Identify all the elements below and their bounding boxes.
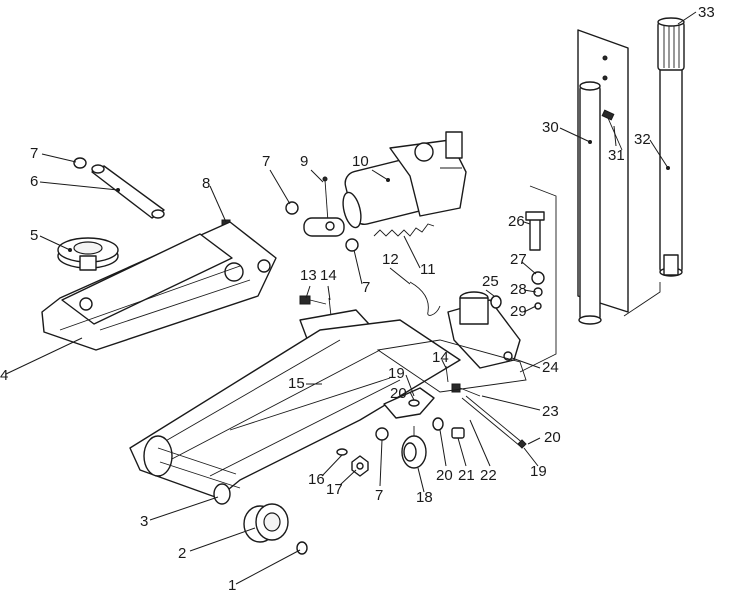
callout-33: 33 xyxy=(698,4,715,21)
front-wheel xyxy=(243,503,289,543)
callout-8: 8 xyxy=(202,175,210,192)
nut-17 xyxy=(351,455,369,477)
caster-wheel xyxy=(401,426,427,469)
bolt-13 xyxy=(299,295,327,305)
callout-23: 23 xyxy=(542,403,559,420)
callout-21: 21 xyxy=(458,467,475,484)
callout-29: 29 xyxy=(510,303,527,320)
callout-14-right: 14 xyxy=(432,349,449,366)
callout-10: 10 xyxy=(352,153,369,170)
lift-arm xyxy=(41,221,277,351)
callout-22: 22 xyxy=(480,467,497,484)
bolt-23 xyxy=(451,383,481,397)
handle-lower-tube xyxy=(578,81,602,325)
callout-13: 13 xyxy=(300,267,317,284)
release-valve-guide xyxy=(519,185,557,373)
callout-20-lower: 20 xyxy=(436,467,453,484)
spring-12 xyxy=(409,281,441,316)
hydraulic-unit xyxy=(342,131,467,229)
callout-25: 25 xyxy=(482,273,499,290)
handle-assembly-guide xyxy=(623,282,661,317)
retaining-ring-top xyxy=(73,157,87,169)
callout-12: 12 xyxy=(382,251,399,268)
callout-20-bracket: 20 xyxy=(390,385,407,402)
callout-3: 3 xyxy=(140,513,148,530)
callout-14-upper: 14 xyxy=(320,267,337,284)
callout-26: 26 xyxy=(508,213,525,230)
callout-20-right: 20 xyxy=(544,429,561,446)
callout-30: 30 xyxy=(542,119,559,136)
callout-15: 15 xyxy=(288,375,305,392)
callout-5: 5 xyxy=(30,227,38,244)
screw-21 xyxy=(451,427,465,439)
front-wheel-ring xyxy=(296,541,308,555)
handle-upper-tube xyxy=(659,61,683,277)
pin-14 xyxy=(328,297,332,317)
pump-base xyxy=(447,291,521,369)
saddle xyxy=(57,237,119,271)
release-valve-parts xyxy=(525,211,545,310)
leader-lines xyxy=(5,11,697,585)
front-axle xyxy=(143,435,241,505)
leader-dots xyxy=(68,140,670,252)
callout-27: 27 xyxy=(510,251,527,268)
pump-pin xyxy=(322,176,329,223)
washer-20a xyxy=(408,399,420,407)
tie-rod xyxy=(461,395,525,447)
callout-28: 28 xyxy=(510,281,527,298)
handle-grip xyxy=(657,17,685,71)
callout-2: 2 xyxy=(178,545,186,562)
callout-31: 31 xyxy=(608,147,625,164)
seal-25 xyxy=(490,295,502,309)
callout-7-pump-right: 7 xyxy=(362,279,370,296)
callout-24: 24 xyxy=(542,359,559,376)
washer-20b xyxy=(432,417,444,431)
callout-7-pump-left: 7 xyxy=(262,153,270,170)
callout-9: 9 xyxy=(300,153,308,170)
callout-19-bracket: 19 xyxy=(388,365,405,382)
callout-11: 11 xyxy=(420,261,436,278)
callout-1: 1 xyxy=(228,577,236,594)
callout-32: 32 xyxy=(634,131,651,148)
callout-6: 6 xyxy=(30,173,38,190)
retaining-ring-pump-left xyxy=(285,201,299,215)
frame xyxy=(129,319,461,499)
return-spring xyxy=(373,223,435,237)
callout-7-lower: 7 xyxy=(375,487,383,504)
callout-18: 18 xyxy=(416,489,433,506)
callout-17: 17 xyxy=(326,481,343,498)
retaining-ring-lower xyxy=(375,427,389,441)
callout-19-right: 19 xyxy=(530,463,547,480)
retaining-ring-pump-right xyxy=(345,238,359,252)
callout-16: 16 xyxy=(308,471,325,488)
nut-19-right xyxy=(517,439,527,449)
connecting-rod xyxy=(91,164,165,219)
callout-7-top-left: 7 xyxy=(30,145,38,162)
callout-4: 4 xyxy=(0,367,8,384)
pump-link xyxy=(303,217,345,237)
washer-16 xyxy=(336,448,348,456)
pin-14-right xyxy=(445,365,449,383)
